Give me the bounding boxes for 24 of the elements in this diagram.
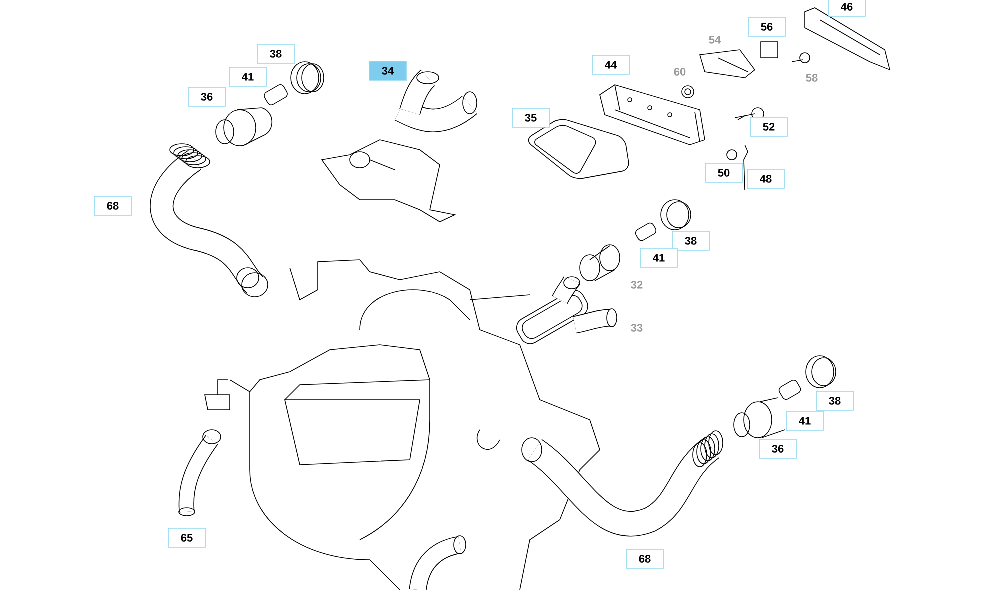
callout-number: 54 xyxy=(709,36,722,44)
callout-number: 65 xyxy=(168,528,206,548)
callout-number: 41 xyxy=(640,248,678,268)
callout-number: 36 xyxy=(188,87,226,107)
callout-number: 34 xyxy=(369,61,407,81)
callout-number: 68 xyxy=(626,549,664,569)
callout-number: 50 xyxy=(705,163,743,183)
callout-number: 56 xyxy=(748,17,786,37)
callout-number: 58 xyxy=(806,74,818,82)
callout-number: 38 xyxy=(257,44,295,64)
callout-number: 44 xyxy=(592,55,630,75)
callout-number: 41 xyxy=(786,411,824,431)
callout-number: 36 xyxy=(759,439,797,459)
callout-number: 46 xyxy=(828,0,866,17)
callout-number: 48 xyxy=(747,169,785,189)
callout-number: 68 xyxy=(94,196,132,216)
callout-number: 38 xyxy=(672,231,710,251)
callout-number: 38 xyxy=(816,391,854,411)
callout-number: 32 xyxy=(631,281,643,289)
callout-number: 41 xyxy=(229,67,267,87)
callout-number: 35 xyxy=(512,108,550,128)
callout-number: 60 xyxy=(674,68,686,76)
callout-number: 52 xyxy=(750,117,788,137)
callout-number: 33 xyxy=(631,324,643,332)
